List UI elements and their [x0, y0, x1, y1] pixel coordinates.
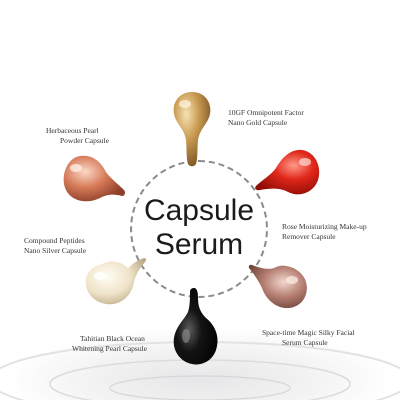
capsule-label-herbaceous: Herbaceous Pearl Powder Capsule [46, 126, 109, 146]
capsule-nano-silver [85, 258, 147, 305]
center-dashed-circle [130, 160, 268, 298]
capsule-rose-red [255, 149, 320, 195]
label-line: Rose Moisturizing Make-up [282, 222, 367, 231]
label-line: Tahitian Black Ocean [80, 334, 145, 343]
label-line: Space-time Magic Silky Facial [262, 328, 355, 337]
label-line: 10GF Omnipotent Factor [228, 108, 304, 117]
label-line: Whitening Pearl Capsule [72, 344, 147, 353]
label-line: Herbaceous Pearl [46, 126, 99, 135]
capsule-space-time-magic [248, 264, 307, 309]
label-line: Compound Peptides [24, 236, 85, 245]
label-line: Powder Capsule [60, 136, 109, 145]
capsule-tahitian-black [173, 288, 218, 365]
capsule-label-space-time: Space-time Magic Silky Facial Serum Caps… [262, 328, 355, 348]
capsule-gold [173, 92, 211, 167]
capsule-label-silver: Compound Peptides Nano Silver Capsule [24, 236, 86, 256]
title-line-1: Capsule [143, 194, 255, 227]
capsule-label-tahitian: Tahitian Black Ocean Whitening Pearl Cap… [72, 334, 147, 354]
label-line: Nano Gold Capsule [228, 118, 288, 127]
title-line-2: Serum [154, 228, 244, 261]
label-line: Nano Silver Capsule [24, 246, 87, 255]
capsule-label-rose: Rose Moisturizing Make-up Remover Capsul… [282, 222, 367, 242]
label-line: Remover Capsule [282, 232, 336, 241]
capsule-label-gold: 10GF Omnipotent Factor Nano Gold Capsule [228, 108, 304, 128]
label-line: Serum Capsule [282, 338, 328, 347]
capsule-herbaceous-pearl [63, 155, 126, 202]
